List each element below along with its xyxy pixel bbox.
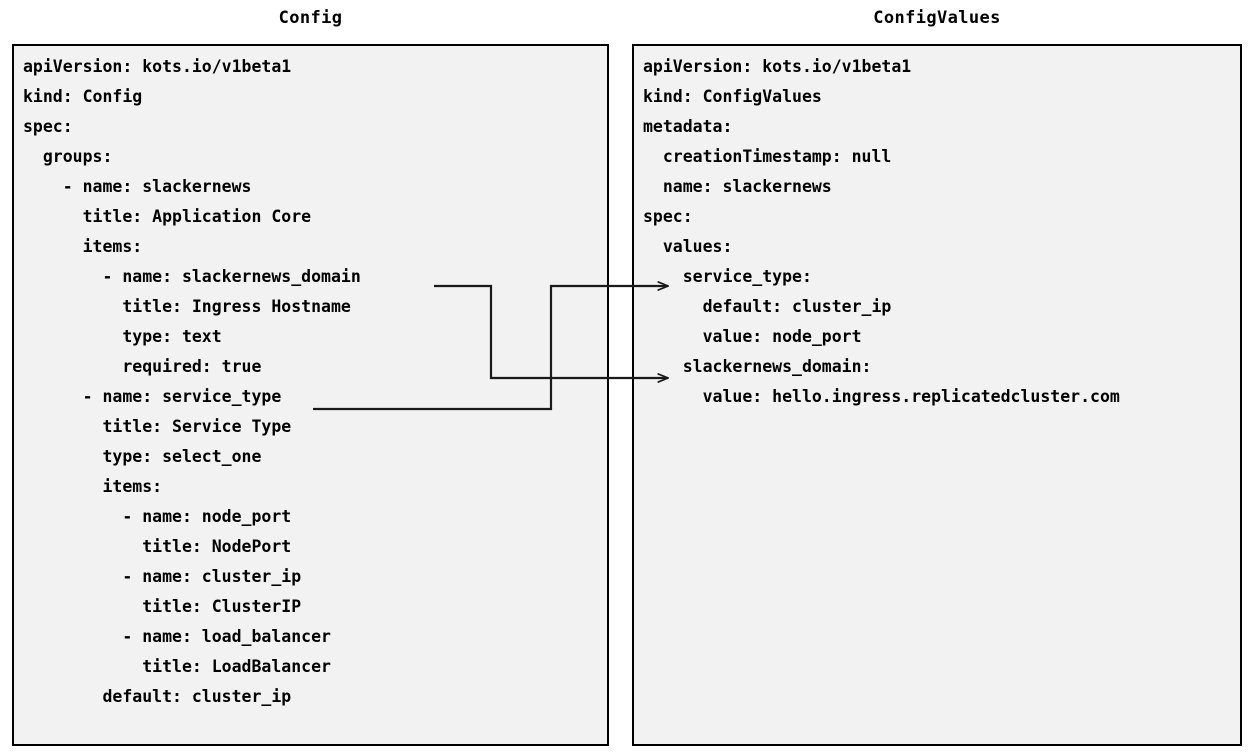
config-yaml-line: title: LoadBalancer	[23, 657, 331, 676]
config-yaml-line: default: cluster_ip	[23, 687, 292, 706]
config-yaml-line: - name: cluster_ip	[23, 567, 302, 586]
config-yaml-body: apiVersion: kots.io/v1beta1 kind: Config s…	[23, 52, 607, 712]
config-panel-title: Config	[278, 8, 343, 28]
config-yaml-line: title: NodePort	[23, 537, 292, 556]
configvalues-yaml-line: spec:	[643, 207, 693, 226]
configvalues-yaml-line: name: slackernews	[643, 177, 832, 196]
config-yaml-line: type: select_one	[23, 447, 262, 466]
config-yaml-line: spec:	[23, 117, 73, 136]
config-yaml-line: type: text	[23, 327, 222, 346]
configvalues-panel-title: ConfigValues	[873, 8, 1001, 28]
configvalues-yaml-line: kind: ConfigValues	[643, 87, 822, 106]
config-yaml-line: - name: slackernews	[23, 177, 252, 196]
config-yaml-line: apiVersion: kots.io/v1beta1	[23, 57, 292, 76]
config-yaml-line: groups:	[23, 147, 113, 166]
configvalues-yaml-line: default: cluster_ip	[643, 297, 892, 316]
config-yaml-line: title: Service Type	[23, 417, 292, 436]
configvalues-yaml-panel: apiVersion: kots.io/v1beta1 kind: ConfigV…	[632, 44, 1242, 746]
configvalues-yaml-line: apiVersion: kots.io/v1beta1	[643, 57, 912, 76]
config-yaml-line: - name: slackernews_domain	[23, 267, 361, 286]
config-yaml-line: title: Application Core	[23, 207, 312, 226]
configvalues-yaml-line: service_type:	[643, 267, 812, 286]
config-yaml-line: - name: service_type	[23, 387, 282, 406]
config-yaml-line: title: Ingress Hostname	[23, 297, 351, 316]
configvalues-yaml-line: value: hello.ingress.replicatedcluster.c…	[643, 387, 1120, 406]
configvalues-yaml-line: creationTimestamp: null	[643, 147, 892, 166]
config-yaml-line: items:	[23, 477, 163, 496]
config-yaml-line: - name: load_balancer	[23, 627, 331, 646]
config-yaml-line: kind: Config	[23, 87, 143, 106]
configvalues-yaml-body: apiVersion: kots.io/v1beta1 kind: ConfigV…	[643, 52, 1240, 412]
configvalues-yaml-line: slackernews_domain:	[643, 357, 872, 376]
config-yaml-panel: apiVersion: kots.io/v1beta1 kind: Config s…	[12, 44, 609, 746]
config-yaml-line: required: true	[23, 357, 262, 376]
configvalues-yaml-line: metadata:	[643, 117, 733, 136]
config-yaml-line: title: ClusterIP	[23, 597, 302, 616]
configvalues-yaml-line: value: node_port	[643, 327, 862, 346]
config-yaml-line: items:	[23, 237, 143, 256]
configvalues-yaml-line: values:	[643, 237, 733, 256]
config-yaml-line: - name: node_port	[23, 507, 292, 526]
